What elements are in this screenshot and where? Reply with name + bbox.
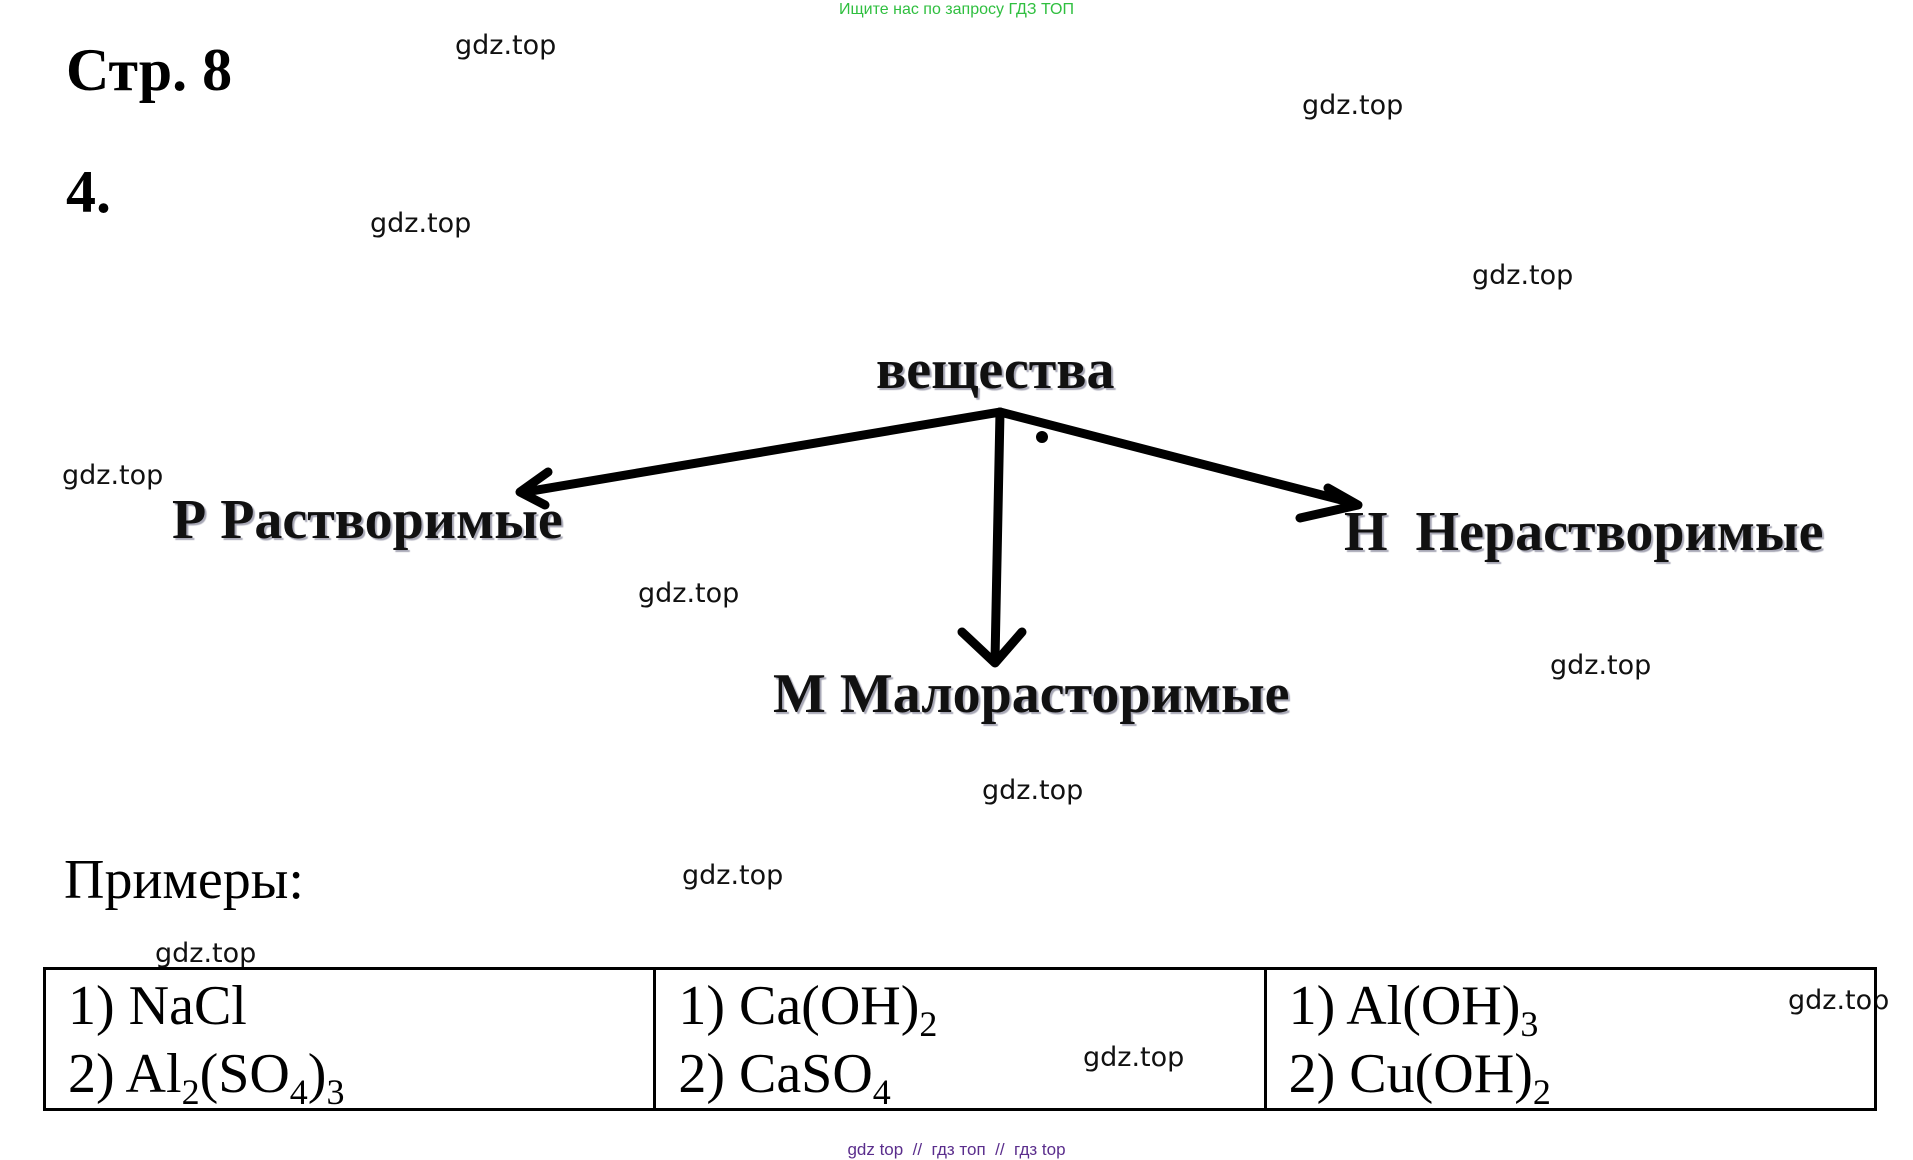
arrow-left <box>520 407 1005 497</box>
watermark: gdz.top <box>62 460 164 491</box>
diagram-middle-node: М Малорасторимые <box>773 663 1290 725</box>
watermark: gdz.top <box>155 938 257 969</box>
watermark: gdz.top <box>1550 650 1652 681</box>
watermark: gdz.top <box>1472 260 1574 291</box>
watermark: gdz.top <box>1302 90 1404 121</box>
diagram-root: вещества <box>876 339 1115 401</box>
arrowhead-down <box>957 627 1027 668</box>
watermark: gdz.top <box>455 30 557 61</box>
example-line: 2) Al2(SO4)3 <box>68 1043 345 1112</box>
diagram-left-node: Р Растворимые <box>172 489 563 551</box>
watermark: gdz.top <box>370 208 472 239</box>
watermark: gdz.top <box>638 578 740 609</box>
page-label: Стр. 8 <box>66 37 233 103</box>
watermark: gdz.top <box>682 860 784 891</box>
dot-mark <box>1036 431 1048 443</box>
arrow-right <box>995 407 1358 508</box>
examples-cell-soluble: 1) NaCl 2) Al2(SO4)3 <box>42 967 657 1112</box>
example-line: 2) Cu(OH)2 <box>1288 1043 1551 1112</box>
arrowhead-left <box>515 467 553 510</box>
examples-label: Примеры: <box>64 849 304 911</box>
examples-table: 1) NaCl 2) Al2(SO4)3 1) Ca(OH)2 2) CaSO4… <box>42 967 1878 1112</box>
footer-links[interactable]: gdz top // гдз топ // гдз top <box>847 1140 1066 1159</box>
example-line: 1) Ca(OH)2 <box>678 975 938 1044</box>
watermark: gdz.top <box>982 775 1084 806</box>
example-line: 1) Al(OH)3 <box>1288 975 1539 1044</box>
arrow-down <box>990 407 1005 665</box>
examples-cell-insoluble: 1) Al(OH)3 2) Cu(OH)2 <box>1263 967 1878 1112</box>
banner[interactable]: Ищите нас по запросу ГДЗ ТОП <box>839 1 1074 18</box>
arrowhead-right <box>1295 483 1363 523</box>
examples-cell-slightly-soluble: 1) Ca(OH)2 2) CaSO4 <box>653 967 1267 1112</box>
diagram-right-node: Н Нерастворимые <box>1344 501 1824 563</box>
task-number: 4. <box>66 159 111 225</box>
example-line: 2) CaSO4 <box>678 1043 891 1112</box>
example-line: 1) NaCl <box>68 975 247 1037</box>
